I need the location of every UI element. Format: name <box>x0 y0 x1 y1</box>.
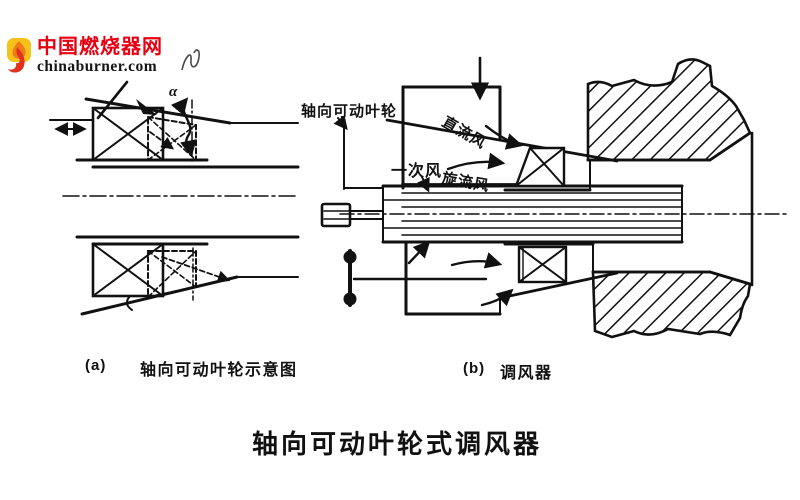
straight-air-arrow <box>484 124 524 150</box>
vane-swing-arc <box>170 97 197 158</box>
swirl-air-arrow <box>446 152 506 171</box>
movable-vane-label: 轴向可动叶轮 <box>301 103 398 120</box>
caption-a-text: 轴向可动叶轮示意图 <box>140 362 298 379</box>
caption-b-tag: (b) <box>463 360 486 377</box>
site-url: chinaburner.com <box>37 58 158 75</box>
cone-wall-lower <box>498 271 619 300</box>
vane-label-leader <box>333 114 348 131</box>
furnace-wall-upper <box>586 58 752 162</box>
cone-wall-upper <box>385 118 619 163</box>
alpha-angle-label: α <box>169 84 178 100</box>
figure-title: 轴向可动叶轮式调风器 <box>252 430 543 459</box>
caption-a-tag: (a) <box>85 357 107 374</box>
caption-b-text: 调风器 <box>500 365 553 382</box>
quarl-lower <box>708 270 752 286</box>
handwritten-mark <box>181 49 200 71</box>
site-watermark: 中国燃烧器网 chinaburner.com <box>4 37 163 77</box>
vane-arrowhead <box>136 99 157 115</box>
primary-air-label: 一次风 <box>391 163 443 180</box>
furnace-wall-lower <box>591 270 752 339</box>
swirl-vane-upper <box>514 146 566 188</box>
primary-air-leader <box>416 176 430 193</box>
adjusting-lever <box>343 249 488 307</box>
rod-end-cap <box>320 202 352 228</box>
flame-icon <box>7 38 31 73</box>
site-name: 中国燃烧器网 <box>37 36 163 58</box>
quarl-upper <box>708 131 752 162</box>
swirl-vane-lower <box>517 245 568 284</box>
